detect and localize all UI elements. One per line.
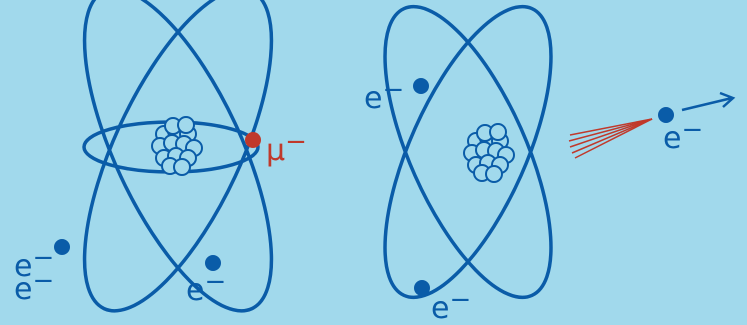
electron-dot-icon [205, 255, 221, 271]
electron-dot-icon [414, 280, 430, 296]
right-orbit-2 [383, 4, 553, 300]
electron-label: e− [186, 267, 226, 308]
muon-dot-icon [245, 132, 261, 148]
electron-label: e− [14, 243, 54, 284]
arrow-right-icon [681, 91, 736, 112]
nucleon [489, 123, 507, 141]
electron-label: e− [364, 75, 404, 116]
emitted-electron-dot-icon [658, 107, 674, 123]
left-orbit-2 [82, 0, 274, 313]
right-atom: e− e− e− [364, 4, 736, 325]
emission-lines [568, 118, 653, 159]
nucleus-icon [151, 116, 203, 176]
nucleon [177, 116, 195, 134]
electron-label: e− [14, 266, 54, 307]
left-orbit-1 [82, 0, 274, 313]
nucleon [173, 158, 191, 176]
right-orbit-1 [383, 4, 553, 300]
emitted-electron-label: e− [663, 115, 703, 156]
left-atom: μ− e− e− e− [14, 0, 307, 313]
muon-label: μ− [266, 127, 307, 168]
nucleon [485, 165, 503, 183]
electron-dot-icon [413, 78, 429, 94]
nucleus-icon [463, 123, 515, 183]
electron-label: e− [431, 285, 471, 325]
electron-dot-icon [54, 239, 70, 255]
